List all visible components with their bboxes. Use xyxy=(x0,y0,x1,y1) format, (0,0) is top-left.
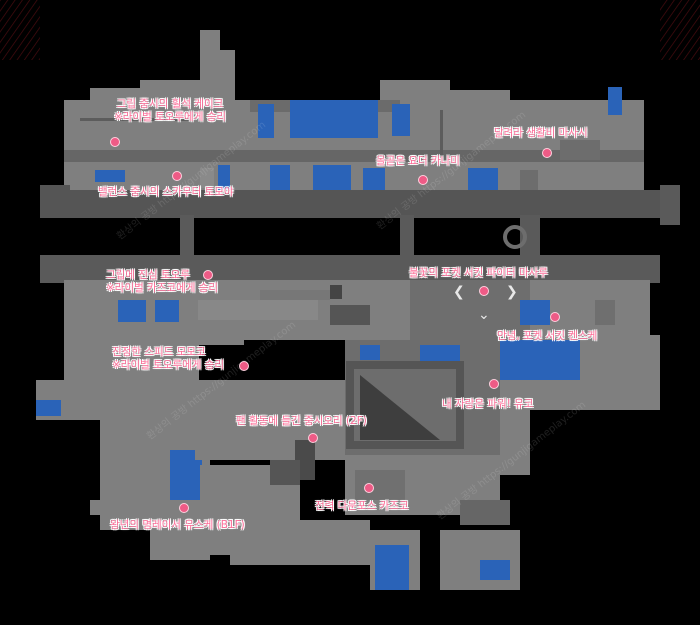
corner-decoration xyxy=(660,0,700,60)
location-label: 올곧은 요더 카나미 xyxy=(376,155,460,167)
location-pin[interactable] xyxy=(239,361,249,371)
connector xyxy=(520,215,540,257)
location-pin[interactable] xyxy=(479,286,489,296)
location-pin[interactable] xyxy=(418,175,428,185)
location-pin[interactable] xyxy=(364,483,374,493)
middle-building xyxy=(40,255,660,345)
chevron-down-icon[interactable]: ⌄ xyxy=(478,307,490,323)
location-label: 불꽃의 포켓 서킷 파이터 마사루 xyxy=(409,267,548,279)
location-label: 밸런스 중시의 스카우터 토모야 xyxy=(98,186,234,198)
location-label: 안녕, 포켓 서킷 켄스케 xyxy=(497,330,598,342)
location-pin[interactable] xyxy=(179,503,189,513)
location-pin[interactable] xyxy=(542,148,552,158)
location-pin[interactable] xyxy=(110,137,120,147)
location-label: 진정한 스피드 모모코※라이벌 토오루에게 승리 xyxy=(112,346,225,371)
location-pin[interactable] xyxy=(550,312,560,322)
chevron-left-icon[interactable]: ❮ xyxy=(453,284,465,300)
location-pin[interactable] xyxy=(172,171,182,181)
corner-decoration xyxy=(0,0,40,60)
location-label: 그립에 진심 토오루※라이벌 카즈코에게 승리 xyxy=(106,269,219,294)
location-pin[interactable] xyxy=(203,270,213,280)
connector xyxy=(400,215,414,257)
location-label: 내 자랑은 파워! 유코 xyxy=(442,398,534,410)
location-label: 전력 다운포스 카즈코 xyxy=(315,500,409,512)
chevron-right-icon[interactable]: ❯ xyxy=(506,284,518,300)
connector xyxy=(180,215,194,257)
location-label: 왕년의 명레이서 유스케 (B1F) xyxy=(110,519,245,531)
location-label: 그립 중시의 휠석 케이크※라이벌 토오루에게 승리 xyxy=(113,98,227,123)
lower-complex xyxy=(36,335,660,590)
upper-building xyxy=(64,30,644,198)
location-pin[interactable] xyxy=(308,433,318,443)
location-label: 팬 활동에 들긴 중시오리 (2F) xyxy=(236,415,367,427)
road xyxy=(40,190,680,218)
location-label: 달려라 생활비 마사시 xyxy=(494,127,588,139)
location-pin[interactable] xyxy=(489,379,499,389)
